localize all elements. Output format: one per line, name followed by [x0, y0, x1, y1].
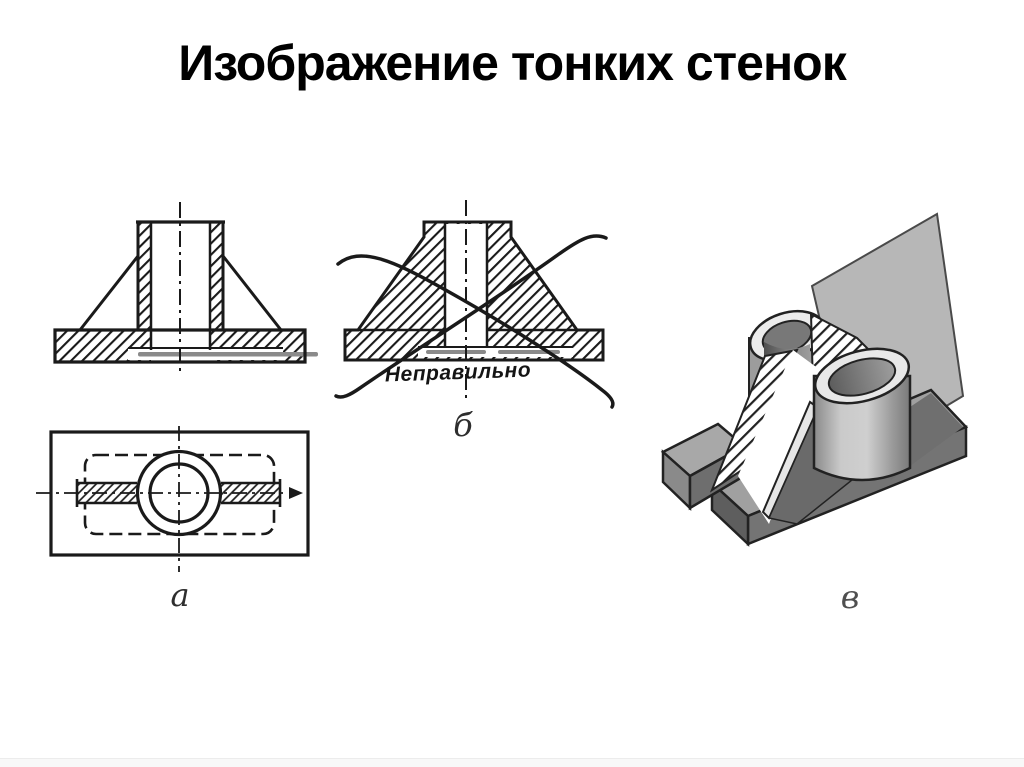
isometric-cutaway-drawing: [660, 212, 969, 547]
figure-label-v: в: [840, 578, 860, 616]
front-section-incorrect-drawing: [334, 200, 615, 409]
front-section-correct-drawing: [53, 202, 318, 374]
slide-bottom-edge: [0, 758, 1024, 767]
slide-title: Изображение тонких стенок: [178, 35, 846, 91]
figure-label-b: б: [453, 406, 473, 444]
figure-label-a: а: [170, 576, 190, 614]
top-view-drawing: [36, 426, 310, 572]
